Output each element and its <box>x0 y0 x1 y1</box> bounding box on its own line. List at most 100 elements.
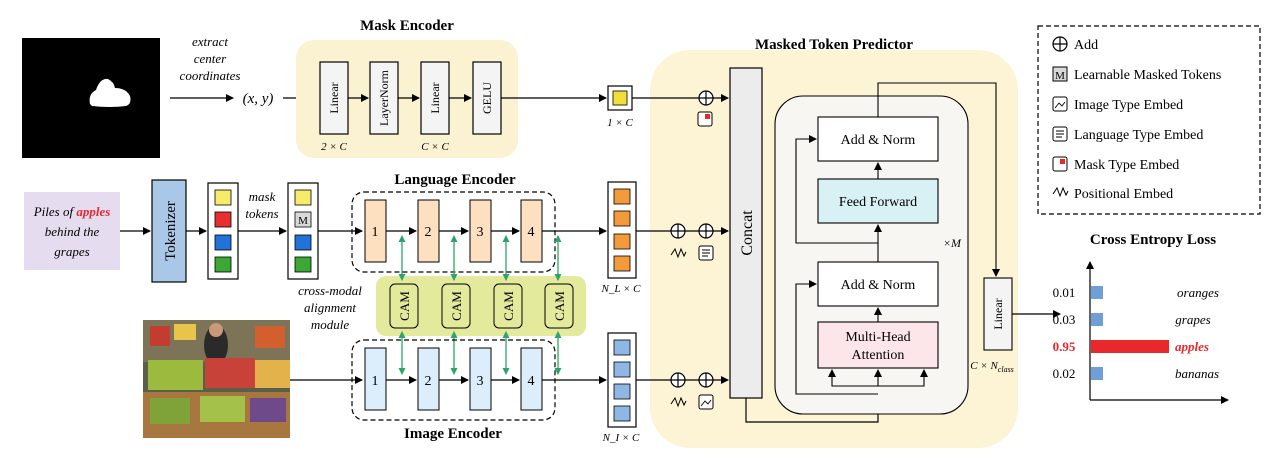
photo-grapes-1 <box>150 398 190 424</box>
loss-values: 0.01 0.03 0.95 0.02 <box>1053 285 1076 381</box>
mask-encoder-title: Mask Encoder <box>360 18 454 34</box>
masked-token-m <box>294 211 312 228</box>
masked-token-green <box>294 256 312 273</box>
lang-block-label-1: 1 <box>372 225 379 240</box>
token-green <box>214 256 232 273</box>
cam-caption-1: cross-modal <box>298 283 362 298</box>
mask-type-dot <box>705 114 710 119</box>
loss-bar-oranges <box>1091 286 1103 299</box>
mask-layer-label-3: Linear <box>428 82 442 113</box>
mask-dim-2: C × C <box>421 141 449 153</box>
photo-purple-grapes <box>250 398 286 422</box>
attn-input-right <box>878 369 928 387</box>
img-output-1 <box>613 339 631 356</box>
text-input-box <box>24 192 120 270</box>
legend-label-5: Mask Type Embed <box>1074 158 1179 173</box>
mask-tokens-label-2: tokens <box>245 206 278 221</box>
mask-encoder-panel <box>296 40 518 158</box>
photo-oranges <box>255 360 290 388</box>
masked-token-blue <box>294 234 312 251</box>
text-input-line-2: behind the <box>45 224 100 239</box>
token-blue <box>214 234 232 251</box>
legend-add-cross <box>1053 37 1067 51</box>
img-block-label-4: 4 <box>528 374 535 389</box>
image-blocks: 1 2 3 4 <box>364 347 543 411</box>
legend-icons: M <box>1052 36 1069 198</box>
cam-caption-2: alignment <box>304 300 356 315</box>
mask-dim-1: 2 × C <box>321 141 347 153</box>
loss-value-1: 0.01 <box>1053 285 1076 300</box>
text-input-line-3: grapes <box>54 244 89 259</box>
legend-language-type-lines <box>1056 130 1064 138</box>
masked-token-glyph: M <box>298 215 308 227</box>
attention-label-1: Multi-Head <box>845 330 910 345</box>
cam-blocks: CAM CAM CAM CAM <box>389 283 574 329</box>
positional-icon-lang <box>670 247 687 259</box>
image-output-tokens <box>607 332 637 428</box>
photo-red-crate <box>150 326 170 346</box>
legend-mask-type-dot <box>1060 159 1065 164</box>
cam-arrows <box>398 235 562 375</box>
loss-label-3: apples <box>1175 339 1209 354</box>
attention-box <box>817 321 939 369</box>
transformer-arrows <box>795 82 1000 395</box>
mask-encoder-layers: Linear LayerNorm Linear GELU <box>319 61 502 135</box>
legend-image-type-mountain <box>1054 101 1066 109</box>
loss-value-2: 0.03 <box>1053 312 1076 327</box>
mask-token-yellow <box>612 90 628 106</box>
positional-icon-img <box>670 396 687 408</box>
photo-green-apples <box>148 360 203 390</box>
mask-output-dim: 1 × C <box>607 117 633 129</box>
img-block-1 <box>364 347 387 411</box>
language-encoder-title: Language Encoder <box>394 172 516 188</box>
img-output-4 <box>613 405 631 422</box>
residual-2 <box>795 135 878 244</box>
residual-1 <box>795 280 878 395</box>
add-norm-bottom <box>817 261 939 307</box>
cam-block-1 <box>389 283 419 329</box>
feed-forward-box <box>817 178 939 224</box>
loss-label-4: bananas <box>1175 366 1219 381</box>
legend-masked-token-glyph: M <box>1055 70 1065 82</box>
extract-label-1: extract <box>192 34 228 49</box>
img-output-2 <box>613 361 631 378</box>
loss-bar-grapes <box>1091 313 1103 326</box>
mask-layer-layernorm <box>369 61 399 135</box>
concat-box <box>729 67 763 399</box>
add-norm-bottom-label: Add & Norm <box>841 278 916 293</box>
photo-orange-crate <box>255 326 285 348</box>
mask-blob <box>89 78 131 107</box>
token-yellow <box>214 189 232 206</box>
cam-label-4: CAM <box>552 291 567 321</box>
add-icon-lang-2-cross <box>699 224 713 238</box>
lang-output-2 <box>613 210 631 227</box>
predictor-title: Masked Token Predictor <box>755 37 913 53</box>
attention-label-2: Attention <box>852 348 905 363</box>
loss-bars <box>1091 286 1169 380</box>
cam-panel <box>376 276 586 336</box>
add-norm-top-label: Add & Norm <box>841 133 916 148</box>
mask-layer-label-1: Linear <box>327 82 341 113</box>
loss-value-4: 0.02 <box>1053 366 1076 381</box>
lang-output-4 <box>613 255 631 272</box>
language-type-lines <box>702 249 710 257</box>
mask-layer-linear-1 <box>319 61 349 135</box>
legend-labels: Add Learnable Masked Tokens Image Type E… <box>1074 38 1221 202</box>
photo-yellow-crate <box>174 324 196 340</box>
image-encoder-title: Image Encoder <box>404 426 502 442</box>
add-icon-img-1-cross <box>671 373 685 387</box>
concat-label: Concat <box>739 210 756 256</box>
loss-bar-bananas <box>1091 367 1103 380</box>
feed-forward-label: Feed Forward <box>839 195 917 210</box>
photo-red-apples <box>205 358 255 388</box>
loss-label-2: grapes <box>1175 312 1210 327</box>
legend-box <box>1037 25 1261 215</box>
legend-positional-icon <box>1052 186 1069 198</box>
language-output-tokens <box>607 181 637 279</box>
loss-labels: oranges grapes apples bananas <box>1175 285 1219 381</box>
mask-layer-label-4: GELU <box>480 82 494 114</box>
embed-adders <box>632 90 729 410</box>
token-red <box>214 211 232 228</box>
